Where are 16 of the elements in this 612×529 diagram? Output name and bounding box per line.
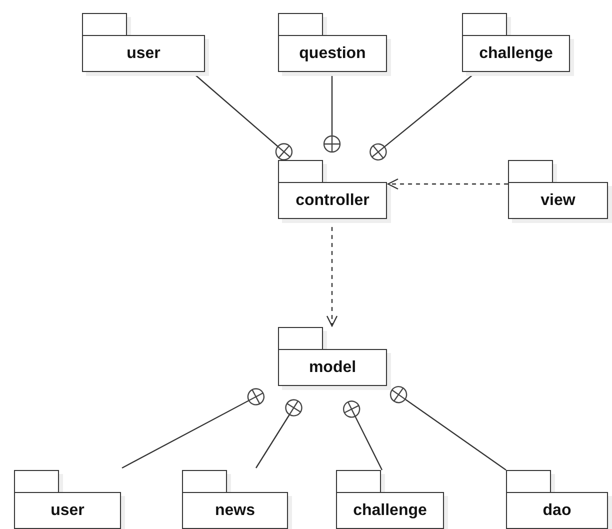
package-label: challenge xyxy=(479,44,553,64)
package-label: controller xyxy=(296,190,370,210)
package-label: user xyxy=(50,500,84,520)
package-label: view xyxy=(540,190,576,210)
package-label: challenge xyxy=(353,500,427,520)
package-label: user xyxy=(126,44,160,64)
package-label: news xyxy=(214,500,255,520)
package-label: question xyxy=(299,44,366,64)
package-label: dao xyxy=(542,500,572,520)
dependency-arrow xyxy=(387,178,508,190)
containment-line xyxy=(343,400,383,470)
containment-line xyxy=(256,399,302,468)
package-label: model xyxy=(308,358,356,378)
containment-line xyxy=(390,386,506,470)
containment-line xyxy=(323,73,341,153)
containment-line xyxy=(122,388,265,469)
